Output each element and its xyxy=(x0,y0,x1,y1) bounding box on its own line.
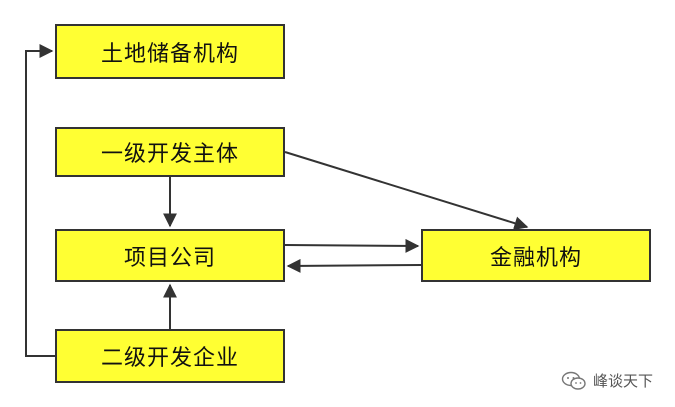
watermark: 峰谈天下 xyxy=(561,370,653,391)
edge-primary-to-finance xyxy=(284,151,529,230)
node-primary-developer: 一级开发主体 xyxy=(55,127,285,177)
watermark-text: 峰谈天下 xyxy=(592,372,653,390)
edge-project-to-finance xyxy=(284,238,420,253)
wechat-icon xyxy=(561,371,586,390)
node-land-reserve: 土地储备机构 xyxy=(55,24,285,79)
node-secondary-developer: 二级开发企业 xyxy=(55,329,285,383)
edge-finance-to-project xyxy=(286,258,422,273)
node-project-company: 项目公司 xyxy=(55,229,285,282)
node-financial-institution: 金融机构 xyxy=(421,229,651,282)
edge-secondary-to-land xyxy=(25,44,55,357)
